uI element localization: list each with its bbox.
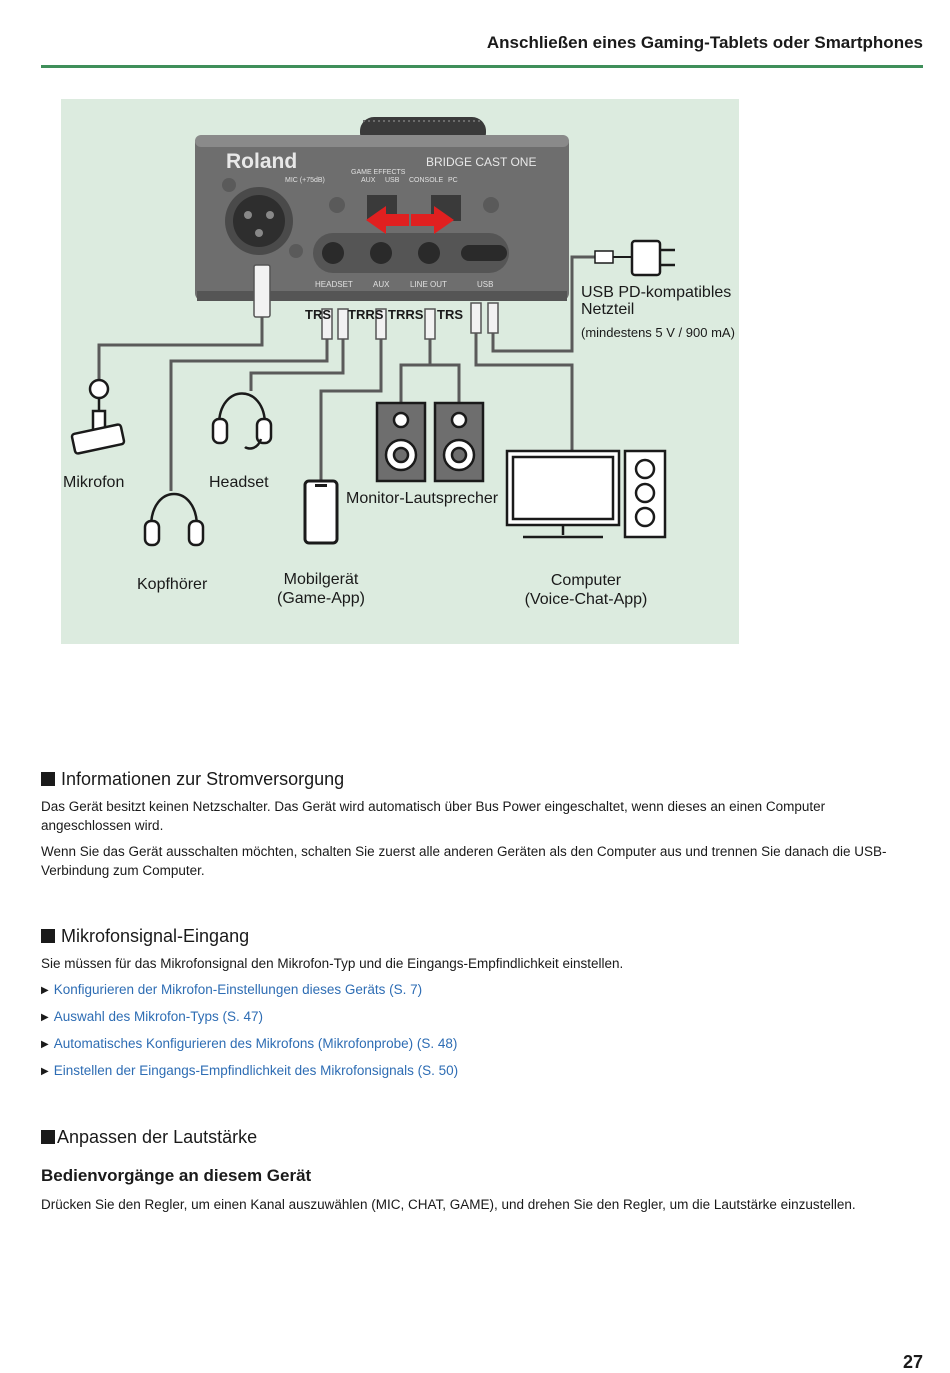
computer-icon xyxy=(505,449,667,539)
mic-link-3[interactable]: Automatisches Konfigurieren des Mikrofon… xyxy=(53,1036,458,1051)
mic-link-4-row: ▶ Einstellen der Eingangs-Empfindlichkeit… xyxy=(41,1061,458,1081)
power-usb-cable xyxy=(491,255,595,353)
power-paragraph-1: Das Gerät besitzt keinen Netzschalter. D… xyxy=(41,799,826,833)
headphones-cable xyxy=(169,336,329,491)
label-computer-line2: (Voice-Chat-App) xyxy=(524,591,648,608)
section-heading-mic: Mikrofonsignal-Eingang xyxy=(41,926,249,947)
section-heading-mic-text: Mikrofonsignal-Eingang xyxy=(61,926,250,946)
label-computer-line1: Computer xyxy=(550,572,622,589)
adapter-label-line2: Netzteil xyxy=(581,301,635,318)
adapter-label-note: (mindestens 5 V / 900 mA) xyxy=(581,325,735,340)
speakers-icon xyxy=(375,401,485,483)
label-monitor-lautsprecher: Monitor-Lautsprecher xyxy=(346,490,499,507)
adapter-label-line1: USB PD-kompatibles xyxy=(581,284,732,301)
label-kopfhoerer: Kopfhörer xyxy=(137,576,208,593)
page-number: 27 xyxy=(902,1352,923,1372)
device-mic-label: MIC (+75dB) xyxy=(285,177,325,184)
diagram-artwork: Roland BRIDGE CAST ONE MIC (+75dB) GAME … xyxy=(70,117,675,547)
page-header-title: Anschließen eines Gaming-Tablets oder Sm… xyxy=(486,33,923,52)
label-mobilgeraet-line2: (Game-App) xyxy=(276,590,366,607)
port-label-headset: HEADSET xyxy=(315,280,353,289)
triangle-arrow-icon: ▶ xyxy=(41,1066,49,1077)
triangle-arrow-icon: ▶ xyxy=(41,1039,49,1050)
device-switch2-label-a: CONSOLE xyxy=(409,177,444,184)
device-brand: Roland xyxy=(226,150,297,173)
headphones-icon xyxy=(143,492,205,547)
triangle-arrow-icon: ▶ xyxy=(41,1012,49,1023)
mic-link-2[interactable]: Auswahl des Mikrofon-Typs (S. 47) xyxy=(53,1009,264,1024)
mobile-phone-icon xyxy=(303,479,339,545)
label-mobilgeraet-line1: Mobilgerät xyxy=(283,571,359,588)
mic-link-1[interactable]: Konfigurieren der Mikrofon-Einstellungen… xyxy=(53,982,423,997)
switch-arrow-left-icon xyxy=(366,206,409,234)
microphone-icon xyxy=(70,378,126,455)
mic-link-1-row: ▶ Konfigurieren der Mikrofon-Einstellunge… xyxy=(41,980,422,1000)
device-switch1-label-b: USB xyxy=(385,177,400,184)
port-label-aux: AUX xyxy=(373,280,390,289)
mic-link-4[interactable]: Einstellen der Eingangs-Empfindlichkeit … xyxy=(53,1063,459,1078)
connection-diagram: Roland BRIDGE CAST ONE MIC (+75dB) GAME … xyxy=(61,99,739,644)
power-paragraph-2: Wenn Sie das Gerät ausschalten möchten, … xyxy=(41,844,887,878)
switch-arrow-right-icon xyxy=(411,206,454,234)
square-bullet-icon xyxy=(41,772,55,786)
device-model: BRIDGE CAST ONE xyxy=(426,155,536,169)
section-heading-volume-text: Anpassen der Lautstärke xyxy=(57,1127,258,1147)
label-mikrofon: Mikrofon xyxy=(63,474,125,491)
computer-usb-cable xyxy=(474,332,574,451)
port-label-usb: USB xyxy=(477,280,493,289)
section-heading-volume: Anpassen der Lautstärke xyxy=(41,1127,257,1148)
port-label-line-out: LINE OUT xyxy=(410,280,447,289)
mic-link-2-row: ▶ Auswahl des Mikrofon-Typs (S. 47) xyxy=(41,1007,263,1027)
mic-paragraph-1: Sie müssen für das Mikrofonsignal den Mi… xyxy=(41,956,624,971)
plug-label-trrs-2: TRRS xyxy=(388,307,424,322)
device-illustration: Roland BRIDGE CAST ONE MIC (+75dB) GAME … xyxy=(195,117,569,301)
plug-label-trrs-1: TRRS xyxy=(348,307,384,322)
mobile-cable xyxy=(319,336,383,481)
headset-icon xyxy=(211,392,273,450)
plug-label-trs-1: TRS xyxy=(305,307,331,322)
triangle-arrow-icon: ▶ xyxy=(41,985,49,996)
volume-paragraph-1: Drücken Sie den Regler, um einen Kanal a… xyxy=(41,1197,856,1212)
mic-cable xyxy=(97,314,264,383)
square-bullet-icon xyxy=(41,929,55,943)
section-heading-power-text: Informationen zur Stromversorgung xyxy=(61,769,345,789)
header-rule xyxy=(41,65,923,68)
device-switch-group-label: GAME EFFECTS xyxy=(351,169,406,176)
device-switch1-label-a: AUX xyxy=(361,177,376,184)
speaker-cable-left xyxy=(399,336,432,403)
plug-label-trs-2: TRS xyxy=(437,307,463,322)
speaker-cable-right xyxy=(430,363,461,403)
section-heading-power: Informationen zur Stromversorgung xyxy=(41,769,344,790)
power-adapter-icon xyxy=(594,239,675,277)
device-switch2-label-b: PC xyxy=(448,177,458,184)
volume-subheading: Bedienvorgänge an diesem Gerät xyxy=(41,1166,312,1185)
label-headset: Headset xyxy=(209,474,269,491)
headset-cable xyxy=(249,336,345,391)
square-bullet-icon xyxy=(41,1130,55,1144)
mic-link-3-row: ▶ Automatisches Konfigurieren des Mikrofo… xyxy=(41,1034,457,1054)
